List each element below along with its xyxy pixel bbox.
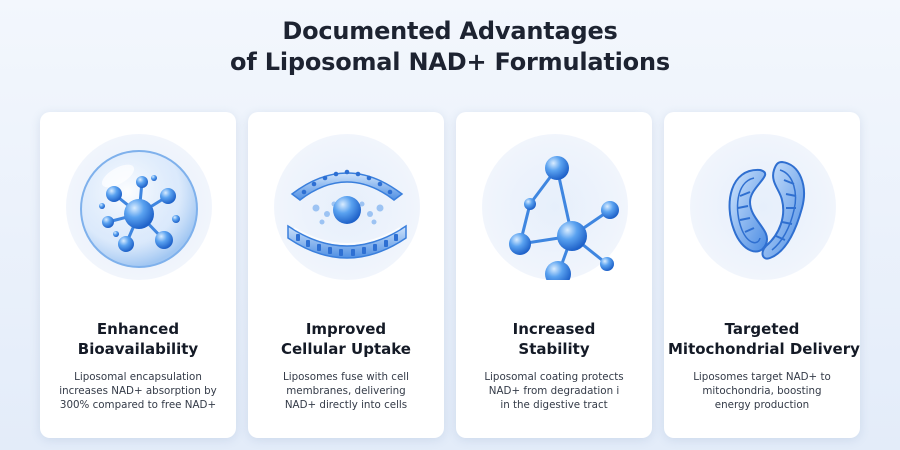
liposome-molecule-icon	[80, 150, 198, 268]
card-targeted-mitochondrial-delivery: Targeted Mitochondrial Delivery Liposome…	[664, 112, 860, 438]
card-increased-stability: Increased Stability Liposomal coating pr…	[456, 112, 652, 438]
card-title: Enhanced Bioavailability	[77, 320, 199, 358]
card-icon-halo	[690, 134, 836, 280]
advantages-cards: Enhanced Bioavailability Liposomal encap…	[40, 112, 860, 438]
card-title: Improved Cellular Uptake	[281, 320, 411, 358]
card-description: Liposomal coating protects NAD+ from deg…	[484, 371, 624, 411]
card-icon-halo	[482, 134, 628, 280]
mitochondria-icon	[728, 160, 805, 260]
card-description: Liposomes fuse with cell membranes, deli…	[282, 371, 410, 411]
page-title: Documented Advantages of Liposomal NAD+ …	[0, 16, 900, 78]
card-icon-halo	[274, 134, 420, 280]
page-title-line-2: of Liposomal NAD+ Formulations	[230, 48, 670, 76]
card-description: Liposomes target NAD+ to mitochondria, b…	[693, 371, 831, 411]
card-description: Liposomal encapsulation increases NAD+ a…	[59, 371, 217, 411]
card-title: Targeted Mitochondrial Delivery	[668, 320, 860, 358]
card-icon-halo	[66, 134, 212, 280]
page-title-line-1: Documented Advantages	[282, 17, 618, 45]
card-title: Increased Stability	[512, 320, 596, 358]
cell-membrane-icon	[287, 169, 407, 259]
card-improved-cellular-uptake: Improved Cellular Uptake Liposomes fuse …	[248, 112, 444, 438]
molecule-network-icon	[509, 156, 619, 280]
card-enhanced-bioavailability: Enhanced Bioavailability Liposomal encap…	[40, 112, 236, 438]
